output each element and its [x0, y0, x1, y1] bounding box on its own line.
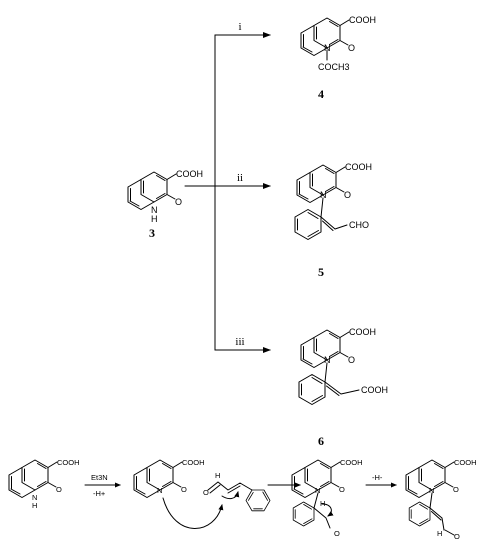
mech-start-cooh: COOH	[57, 458, 80, 467]
mech-anion-oxo: O	[181, 485, 187, 494]
mech-anion-cooh: COOH	[182, 458, 205, 467]
c4-cooh: COOH	[349, 15, 376, 25]
c4-oxo: O	[348, 43, 355, 53]
c5-cho: CHO	[349, 220, 369, 230]
mech-adduct-cooh: COOH	[340, 458, 363, 467]
mech-product-h: H	[437, 529, 442, 538]
mech-adduct-h: H	[320, 499, 325, 508]
mech-product-n: N	[429, 486, 434, 495]
compound-3-number: 3	[149, 226, 155, 240]
arrow-iii-label: iii	[235, 336, 244, 348]
mech-step3-label: -H-	[372, 473, 383, 482]
mech-adduct-o: O	[334, 529, 340, 538]
c3-h: H	[151, 214, 158, 224]
compound-3: COOH O N H	[127, 169, 203, 224]
c4-n: N	[324, 43, 331, 53]
mech-adduct-n: N	[315, 486, 320, 495]
arrow-ii-label: ii	[237, 172, 243, 184]
compound-4-number: 4	[318, 87, 324, 101]
c5-oxo: O	[344, 190, 351, 200]
mech-anion-n: N	[157, 486, 162, 495]
mech-start-h: H	[32, 501, 37, 510]
compound-5: COOH O N CHO	[294, 162, 372, 240]
c6-n: N	[324, 355, 331, 365]
c3-cooh: COOH	[176, 169, 203, 179]
c6-oxo: O	[348, 355, 355, 365]
c5-n: N	[320, 190, 327, 200]
c6-side-cooh: COOH	[361, 385, 388, 395]
c5-cooh: COOH	[345, 162, 372, 172]
c3-n: N	[151, 205, 158, 215]
mech-adduct-oxo: O	[339, 485, 345, 494]
mech-start: COOH O N H	[8, 458, 80, 510]
mech-cinn-o: O	[203, 488, 209, 497]
arrow-i-label: i	[238, 21, 241, 33]
mech-product-cooh: COOH	[454, 458, 477, 467]
compound-5-number: 5	[318, 265, 324, 279]
mech-start-oxo: O	[56, 485, 62, 494]
mech-start-n: N	[32, 493, 37, 502]
mech-anion: COOH O N	[133, 458, 205, 498]
mech-product-o: O	[454, 532, 460, 541]
compound-6: COOH O N COOH	[298, 327, 388, 405]
c6-cooh: COOH	[349, 327, 376, 337]
c3-oxo: O	[175, 197, 182, 207]
mech-reagent-base: Et3N	[91, 473, 108, 482]
mech-reagent-deprotonation: -H+	[93, 489, 106, 498]
mech-cinnamaldehyde: H O	[203, 471, 271, 512]
mech-product: COOH O N H O	[405, 458, 477, 541]
mech-adduct: COOH O N H O	[291, 458, 363, 538]
compound-6-number: 6	[318, 434, 324, 448]
compound-4: COOH O N COCH3	[300, 15, 376, 72]
c4-n-substituent: COCH3	[318, 62, 350, 72]
mech-attack-arrow	[162, 497, 224, 529]
mech-product-oxo: O	[453, 485, 459, 494]
mech-cinn-h: H	[215, 471, 220, 480]
branch-arrows: i ii iii	[184, 21, 271, 353]
